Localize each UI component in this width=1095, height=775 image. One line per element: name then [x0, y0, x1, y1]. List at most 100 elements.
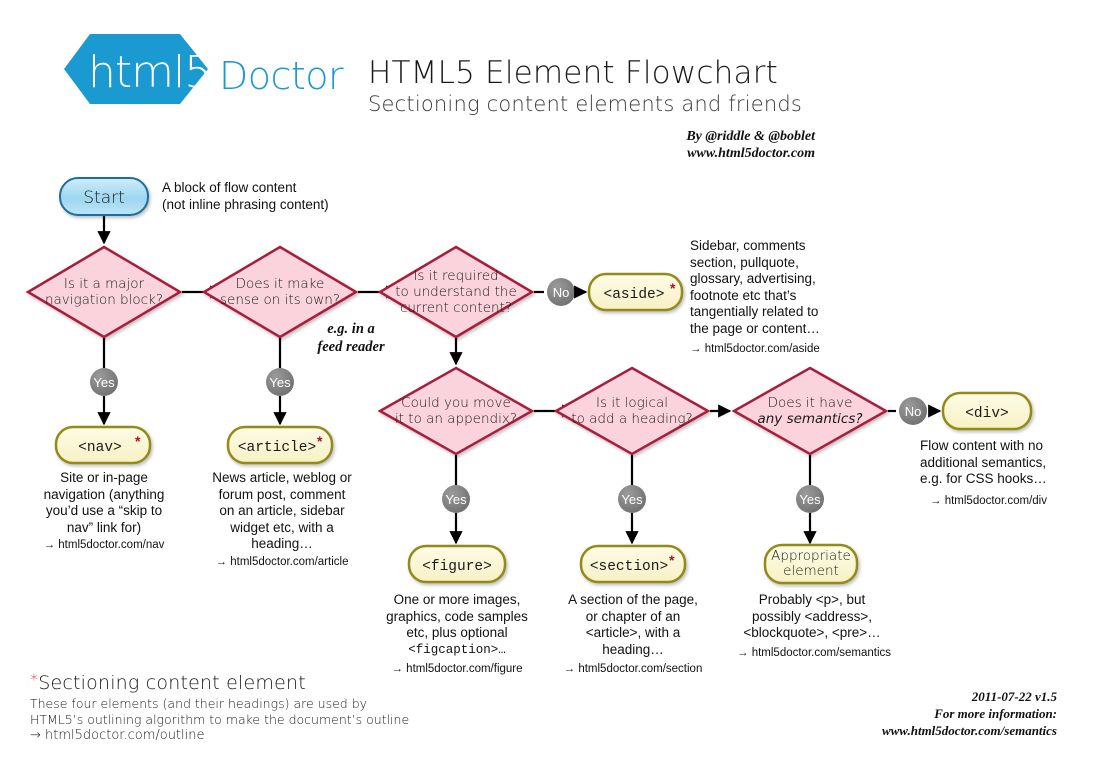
article-desc-line-2: on an article, sidebar: [219, 503, 345, 518]
footnote-title-text: Sectioning content element: [38, 672, 306, 694]
node-decision-has-any-semantics[interactable]: Does it have any semantics?: [731, 366, 889, 456]
node-decision-major-navigation[interactable]: Is it a major navigation block?: [25, 245, 183, 339]
branch-yes-label: Yes: [269, 375, 291, 390]
feed-reader-note-line-0: e.g. in a: [327, 321, 375, 337]
nav-desc-line-0: Site or in-page: [60, 470, 148, 485]
node-element-section[interactable]: <section> *: [579, 544, 687, 584]
branch-yes-label: Yes: [93, 375, 115, 390]
branch-no-semantics: No: [899, 397, 927, 425]
node-element-aside-label: <aside>: [604, 287, 665, 303]
node-element-aside[interactable]: <aside> *: [587, 272, 684, 312]
article-description: News article, weblog or forum post, comm…: [196, 470, 368, 553]
nav-sectioning-star: *: [135, 433, 141, 449]
version-more-info: For more information:: [934, 706, 1057, 721]
figure-desc-line-3: <figcaption>…: [408, 642, 506, 657]
branch-yes-semantics: Yes: [796, 485, 824, 513]
branch-no-label: No: [905, 404, 922, 419]
decision-make-sense-line-0: Does it make: [236, 276, 325, 292]
node-element-article-label: <article>: [238, 440, 316, 456]
node-element-appropriate-element[interactable]: Appropriate element: [763, 543, 859, 585]
article-link[interactable]: → html5doctor.com/article: [215, 556, 349, 568]
start-note: A block of flow content (not inline phra…: [162, 180, 372, 213]
branch-yes-major-navigation: Yes: [90, 368, 118, 396]
start-note-line-0: A block of flow content: [162, 180, 297, 195]
appropriate-element-link[interactable]: → html5doctor.com/semantics: [737, 647, 892, 659]
decision-major-navigation-line-1: navigation block?: [45, 292, 163, 308]
feed-reader-note-line-1: feed reader: [317, 339, 385, 355]
branch-yes-label: Yes: [799, 492, 821, 507]
node-element-div[interactable]: <div>: [941, 391, 1033, 431]
nav-desc-line-3: nav” link for): [66, 519, 142, 535]
div-link[interactable]: → html5doctor.com/div: [930, 495, 1047, 507]
decision-semantics-line-1: any semantics?: [757, 411, 862, 427]
appropriate-desc-line-0: Probably <p>, but: [758, 592, 866, 607]
section-link[interactable]: → html5doctor.com/section: [563, 663, 703, 675]
node-element-figure[interactable]: <figure>: [407, 544, 507, 584]
footnote-link[interactable]: → html5doctor.com/outline: [30, 728, 205, 743]
branch-yes-appendix: Yes: [442, 485, 470, 513]
decision-heading-line-0: Is it logical: [596, 395, 668, 411]
article-desc-line-3: widget etc, with a: [230, 519, 334, 535]
node-element-article[interactable]: <article> *: [226, 425, 334, 465]
div-desc-line-1: additional semantics,: [920, 454, 1047, 470]
node-decision-move-to-appendix[interactable]: Could you move it to an appendix?: [377, 366, 535, 456]
aside-link[interactable]: → html5doctor.com/aside: [690, 343, 820, 355]
aside-desc-line-3: footnote etc that’s: [690, 287, 797, 303]
logo-wordmark: html5: [88, 47, 212, 98]
branch-yes-make-sense: Yes: [266, 368, 294, 396]
appropriate-desc-line-1: possibly <address>,: [751, 608, 873, 624]
node-decision-required-to-understand[interactable]: Is it required to understand the current…: [377, 245, 535, 339]
branch-no-label: No: [553, 285, 570, 300]
article-desc-line-1: forum post, comment: [218, 486, 346, 502]
node-decision-make-sense-on-its-own[interactable]: Does it make sense on its own?: [201, 245, 359, 339]
article-desc-line-4: heading…: [251, 536, 313, 551]
html5doctor-logo: html5 Doctor: [62, 32, 344, 106]
decision-appendix-line-0: Could you move: [401, 395, 511, 411]
feed-reader-note: e.g. in a feed reader: [296, 320, 406, 356]
decision-required-line-2: current content?: [400, 300, 512, 316]
appropriate-desc-line-2: <blockquote>, <pre>…: [743, 625, 881, 640]
decision-appendix-line-1: it to an appendix?: [395, 411, 517, 427]
div-desc-line-0: Flow content with no: [920, 438, 1044, 453]
aside-description: Sidebar, comments section, pullquote, gl…: [690, 238, 850, 337]
figure-desc-line-2: etc, plus optional: [406, 625, 508, 640]
decision-required-line-0: Is it required: [413, 268, 498, 284]
footnote-body-line-1: HTML5’s outlining algorithm to make the …: [30, 712, 410, 727]
start-note-line-1: (not inline phrasing content): [162, 196, 329, 212]
decision-required-line-1: to understand the: [395, 284, 517, 300]
section-description: A section of the page, or chapter of an …: [553, 592, 713, 658]
node-element-nav[interactable]: <nav> *: [54, 425, 152, 465]
branch-no-required: No: [547, 278, 575, 306]
node-decision-logical-to-add-heading[interactable]: Is it logical to add a heading?: [553, 366, 711, 456]
aside-sectioning-star: *: [670, 280, 676, 296]
footnote-title: *Sectioning content element: [30, 670, 450, 694]
branch-yes-label: Yes: [445, 492, 467, 507]
section-desc-line-2: <article>, with a: [585, 625, 681, 640]
byline-site: www.html5doctor.com: [687, 146, 815, 161]
article-desc-line-0: News article, weblog or: [212, 470, 352, 485]
decision-heading-line-1: to add a heading?: [571, 411, 692, 427]
footnote-block: *Sectioning content element These four e…: [30, 670, 450, 743]
figure-desc-line-1: graphics, code samples: [386, 608, 528, 624]
logo-doctor-text: Doctor: [219, 54, 344, 98]
node-element-section-label: <section>: [590, 559, 668, 575]
section-desc-line-3: heading…: [602, 641, 664, 657]
page-title: HTML5 Element Flowchart: [368, 55, 778, 91]
node-start[interactable]: Start: [59, 177, 149, 216]
version-number: 2011-07-22 v1.5: [971, 689, 1057, 704]
version-block: 2011-07-22 v1.5 For more information: ww…: [757, 688, 1057, 739]
branch-yes-label: Yes: [621, 492, 643, 507]
node-element-nav-label: <nav>: [78, 440, 122, 456]
appropriate-element-description: Probably <p>, but possibly <address>, <b…: [728, 592, 896, 642]
figure-link[interactable]: → html5doctor.com/figure: [391, 663, 523, 675]
nav-link[interactable]: → html5doctor.com/nav: [43, 539, 165, 551]
aside-desc-line-5: the page or content…: [690, 320, 820, 336]
div-desc-line-2: e.g. for CSS hooks…: [920, 471, 1047, 486]
branch-yes-heading: Yes: [618, 485, 646, 513]
section-desc-line-1: or chapter of an: [585, 608, 681, 624]
figure-description: One or more images, graphics, code sampl…: [377, 592, 537, 658]
node-appropriate-element-line-1: element: [783, 563, 839, 579]
footnote-body: These four elements (and their headings)…: [30, 696, 450, 728]
